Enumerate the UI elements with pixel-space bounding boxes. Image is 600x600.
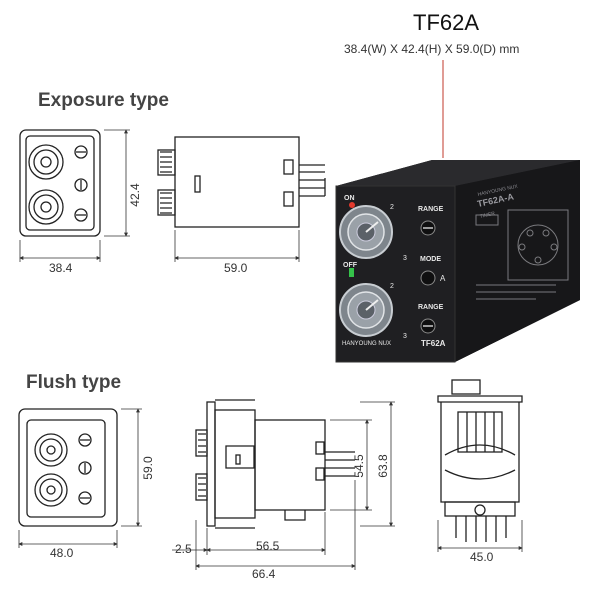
exposure-type-title: Exposure type [38, 90, 169, 111]
flush-body-depth-label: 56.5 [256, 539, 280, 553]
flush-front-view [18, 408, 118, 527]
flush-rear-view [437, 379, 523, 542]
range-label-bottom: RANGE [418, 304, 444, 311]
flush-side-view [195, 399, 355, 529]
mode-label: MODE [420, 256, 441, 263]
flush-outer-height-label: 63.8 [376, 454, 390, 478]
flush-front-dims [18, 408, 142, 548]
exposure-front-view [19, 129, 101, 237]
on-led [349, 202, 355, 208]
flush-rear-width-label: 45.0 [470, 550, 494, 564]
range-label-top: RANGE [418, 206, 444, 213]
side-wiring-diagram [475, 209, 569, 300]
side-sub-label: TIMER [479, 211, 496, 220]
flush-width-label: 48.0 [50, 546, 74, 560]
dial-mark-3: 3 [403, 255, 407, 262]
flush-rear-dims [437, 520, 523, 552]
dial-mark-3b: 3 [403, 333, 407, 340]
on-label: ON [344, 195, 355, 202]
flush-total-depth-label: 66.4 [252, 567, 276, 581]
flush-type-title: Flush type [26, 372, 122, 393]
exp-width-label: 38.4 [49, 261, 73, 275]
exposure-front-dims [19, 129, 130, 262]
off-led [349, 268, 354, 277]
mode-knob [420, 270, 436, 286]
product-render [335, 160, 580, 363]
brand-label: HANYOUNG NUX [342, 341, 391, 347]
flush-inner-height-label: 54.5 [352, 454, 366, 478]
dial-top [339, 205, 393, 259]
mode-value: A [440, 274, 446, 283]
exposure-side-view [157, 136, 326, 228]
model-title: TF62A [413, 10, 480, 35]
exp-depth-label: 59.0 [224, 261, 248, 275]
dial-mark-1: 2 [390, 204, 394, 211]
flush-height-label: 59.0 [141, 456, 155, 480]
size-spec: 38.4(W) X 42.4(H) X 59.0(D) mm [344, 42, 520, 56]
exposure-side-dims [174, 230, 300, 262]
flush-side-dims [172, 401, 395, 570]
dial-bottom [339, 283, 393, 337]
off-label: OFF [343, 262, 358, 269]
exp-height-label: 42.4 [128, 183, 142, 207]
face-model-label: TF62A [421, 339, 446, 348]
dial-mark-2: 2 [390, 283, 394, 290]
flush-panel-label: 2.5 [175, 542, 192, 556]
